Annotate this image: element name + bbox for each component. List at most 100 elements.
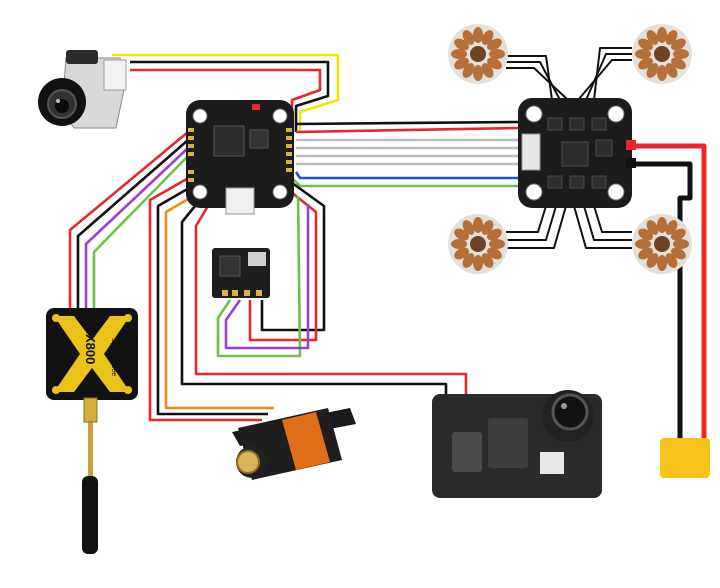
servo (232, 408, 356, 480)
wire-servo-black (156, 182, 268, 416)
action-camera-lens-glint (561, 403, 567, 409)
receiver-pins (222, 290, 262, 296)
motor-winding (673, 239, 689, 249)
motor-winding (635, 49, 651, 59)
motor-winding (481, 253, 494, 268)
motor-hub (654, 236, 670, 252)
motor-winding (638, 247, 653, 260)
esc-mosfets (547, 117, 613, 189)
vtx-mount-hole (124, 386, 132, 394)
wire-actioncam-red (194, 205, 468, 400)
receiver-chip (219, 255, 241, 277)
motor (448, 24, 508, 84)
wire-fc-esc-black (295, 120, 519, 126)
motor-winding (635, 239, 651, 249)
wire-servo-red (148, 174, 262, 422)
motor-winding (451, 49, 467, 59)
receiver (212, 248, 270, 298)
wire-camera-black (130, 60, 330, 132)
wire-vtx-purple (84, 147, 189, 310)
wire-fc-esc-red (295, 126, 519, 134)
motor-winding (481, 63, 494, 78)
fc-chip (249, 129, 269, 149)
motor-hub (654, 46, 670, 62)
action-camera-screen (452, 432, 482, 472)
motor-winding (454, 57, 469, 70)
motor-winding (665, 63, 678, 78)
receiver-antenna-connector (248, 252, 266, 266)
fpv-camera-top (66, 50, 98, 64)
xt60-connector (660, 438, 710, 478)
wires (68, 47, 707, 490)
motor-winding (489, 239, 505, 249)
vtx-brand-label: Speedy Bee (110, 338, 117, 376)
motor (632, 24, 692, 84)
motor-winding (646, 220, 659, 235)
motor-winding (657, 255, 667, 271)
vtx-antenna-cable (88, 360, 93, 490)
wire-battery-red (632, 143, 707, 440)
esc-board (518, 98, 636, 208)
fc-mount-hole (192, 108, 208, 124)
wire-camera-yellow (112, 53, 340, 132)
motor-winding (665, 253, 678, 268)
motors (448, 24, 692, 274)
wire-rx-purple (224, 204, 310, 350)
fpv-camera-bracket (103, 59, 127, 91)
motor-winding (657, 27, 667, 43)
motor (448, 214, 508, 274)
vtx-mount-hole (52, 386, 60, 394)
motor-winding (489, 49, 505, 59)
motor-winding (673, 49, 689, 59)
fc-pads-left (188, 128, 194, 182)
motor-leads (506, 47, 632, 249)
action-camera-lens (551, 393, 589, 431)
vtx-x-graphic (54, 316, 130, 392)
servo-gear (236, 450, 260, 474)
vtx: TX800 Speedy Bee (46, 308, 138, 554)
wire-vtx-red (68, 130, 189, 310)
action-camera-light (540, 452, 564, 474)
motor-hub (470, 46, 486, 62)
motor-winding (454, 247, 469, 260)
wire-vtx-black (76, 139, 189, 310)
wire-rx-green (216, 195, 302, 358)
motor-winding (646, 30, 659, 45)
fc-mcu-chip (213, 125, 245, 157)
motor-winding (473, 217, 483, 233)
wire-vtx-green (92, 155, 189, 310)
wire-servo-orange (164, 190, 274, 410)
motor-winding (671, 228, 686, 241)
vtx-model-label: TX800 (83, 326, 98, 364)
motor-winding (671, 38, 686, 51)
motor-winding (487, 228, 502, 241)
wire-actioncam-black (180, 199, 448, 400)
fc-mount-hole (272, 184, 288, 200)
fc-mount-hole (272, 108, 288, 124)
wire-rx-black (260, 178, 326, 332)
servo-label-stripe (282, 412, 330, 470)
wire-battery-black (632, 161, 693, 440)
motor-winding (657, 65, 667, 81)
motor-winding (487, 38, 502, 51)
fc-mount-hole (192, 184, 208, 200)
esc-mount-hole (607, 183, 625, 201)
esc-battery-pad-black (626, 158, 636, 168)
motor-winding (657, 217, 667, 233)
motor-winding (473, 65, 483, 81)
motor (632, 214, 692, 274)
fpv-camera-lens-glint (56, 99, 60, 103)
esc-mount-hole (525, 183, 543, 201)
motor-winding (473, 255, 483, 271)
vtx-mount-hole (52, 314, 60, 322)
action-camera (432, 390, 602, 498)
motor-winding (451, 239, 467, 249)
fc-pads-right (286, 128, 292, 172)
flight-controller (186, 100, 294, 215)
motor-winding (462, 220, 475, 235)
vtx-sma-connector (83, 397, 98, 423)
esc-mount-hole (607, 105, 625, 123)
vtx-mount-hole (124, 314, 132, 322)
esc-mount-hole (525, 105, 543, 123)
motor-winding (462, 30, 475, 45)
